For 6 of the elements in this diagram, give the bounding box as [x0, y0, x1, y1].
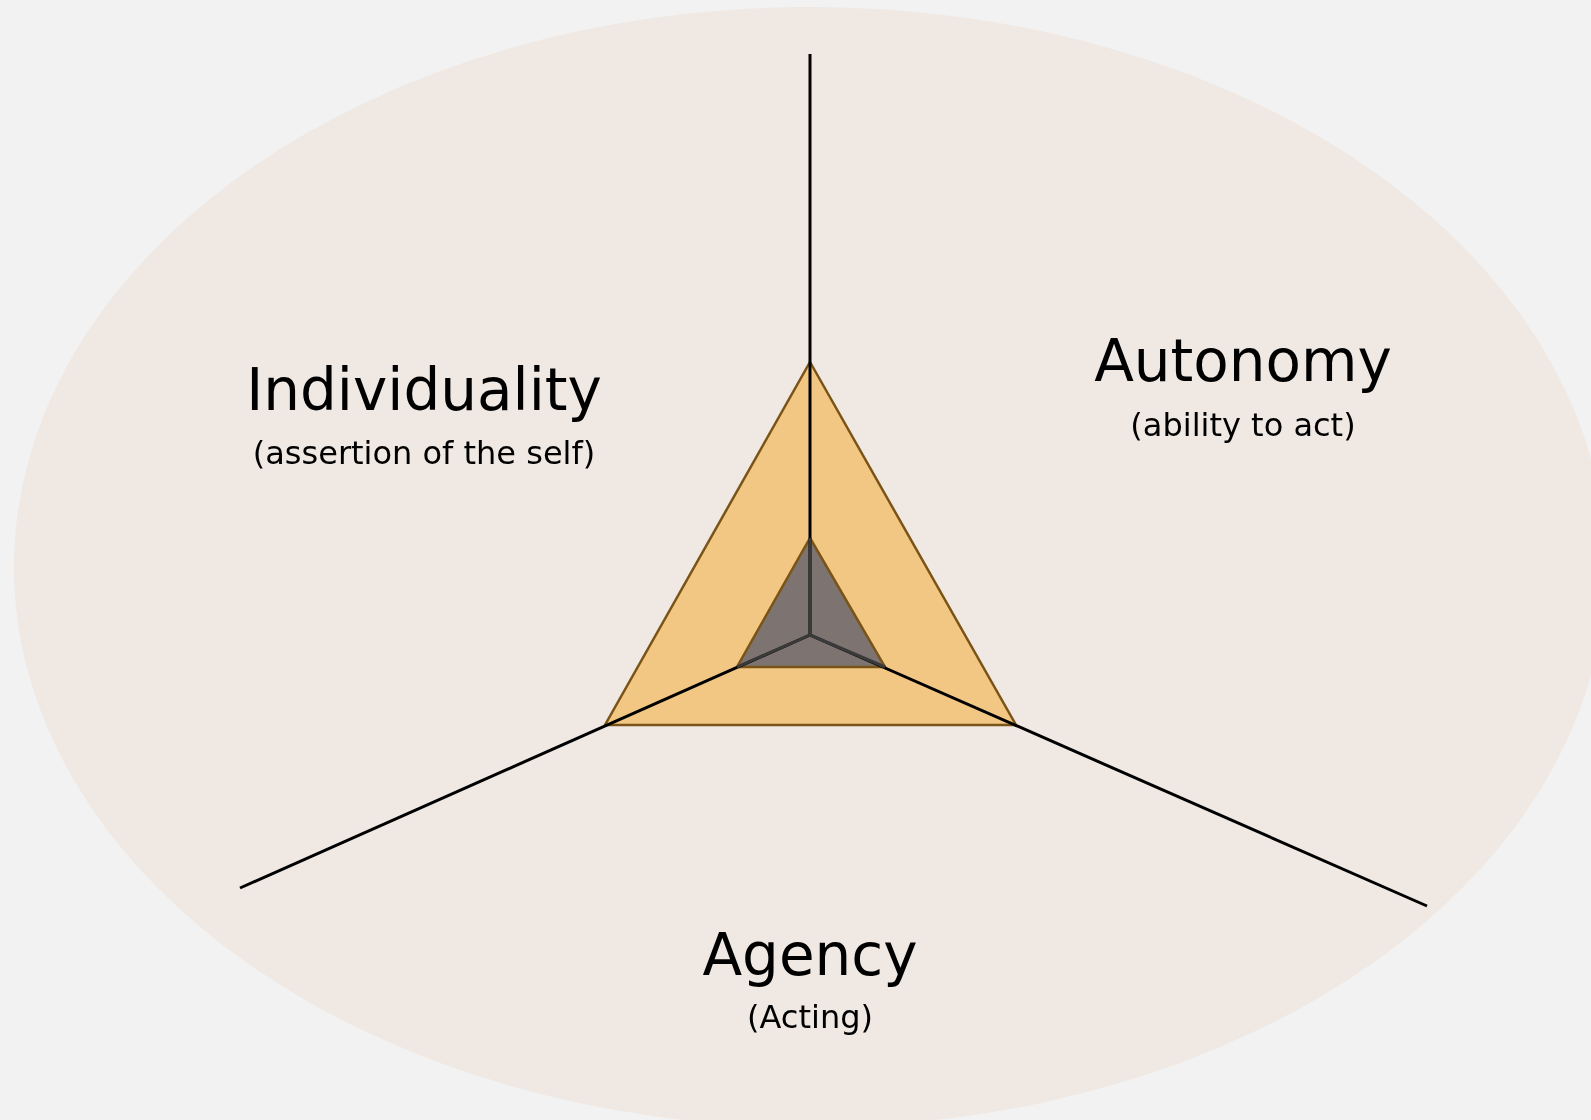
sector-title: Individuality [246, 359, 602, 423]
sector-title: Autonomy [1094, 330, 1392, 394]
sector-subtitle: (assertion of the self) [252, 436, 596, 472]
sector-subtitle: (ability to act) [1130, 408, 1356, 444]
sector-subtitle: (Acting) [747, 1000, 873, 1036]
sector-title: Agency [702, 924, 918, 988]
